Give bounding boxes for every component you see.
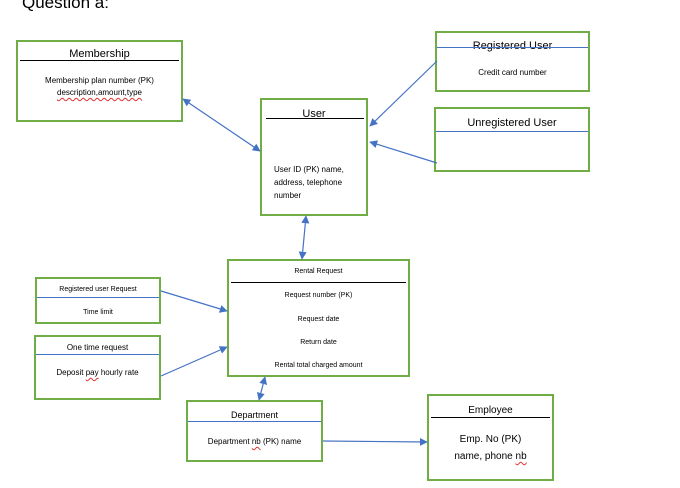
entity-department[interactable]: Department Department nb (PK) name: [186, 400, 323, 462]
title-divider: [266, 118, 364, 119]
entity-title: Employee: [468, 405, 513, 416]
title-divider: [437, 47, 588, 48]
entity-title: Registered user Request: [59, 286, 137, 293]
title-divider: [37, 297, 159, 298]
connector-membership-user: [182, 98, 261, 152]
connector-unregistered-user-user: [369, 140, 438, 164]
entity-employee[interactable]: Employee Emp. No (PK) name, phone nb: [427, 394, 554, 481]
entity-attribute: address, telephone: [274, 178, 343, 187]
entity-attribute: name, phone nb: [454, 451, 527, 462]
connector-rental-department: [256, 376, 268, 401]
entity-attribute: Deposit pay hourly rate: [56, 368, 139, 377]
entity-one-time-request[interactable]: One time request Deposit pay hourly rate: [34, 335, 161, 400]
entity-title: Membership: [69, 48, 130, 60]
entity-title: One time request: [66, 343, 129, 352]
entity-attribute: Emp. No (PK): [459, 434, 522, 445]
entity-attribute: Request date: [297, 316, 340, 323]
title-divider: [231, 282, 406, 283]
entity-attribute: User ID (PK) name,: [274, 165, 344, 174]
entity-attribute: description,amount,type: [57, 88, 142, 97]
entity-registered-user[interactable]: Registered User Credit card number: [435, 31, 590, 92]
entity-attribute: Return date: [300, 339, 337, 346]
entity-title: User: [302, 108, 326, 120]
connector-user-rental-request: [298, 215, 310, 260]
connector-registered-user-user: [369, 60, 438, 127]
entity-title: Registered User: [472, 40, 553, 52]
title-divider: [36, 354, 159, 355]
entity-attribute: Time limit: [83, 309, 113, 316]
entity-title: Rental Request: [294, 268, 343, 275]
entity-attribute: Rental total charged amount: [274, 362, 363, 369]
entity-user[interactable]: User User ID (PK) name, address, telepho…: [260, 98, 368, 216]
entity-attribute: Credit card number: [478, 68, 547, 77]
entity-rental-request[interactable]: Rental Request Request number (PK) Reque…: [227, 259, 410, 377]
title-divider: [431, 417, 550, 418]
entity-registered-user-request[interactable]: Registered user Request Time limit: [35, 277, 161, 324]
entity-unregistered-user[interactable]: Unregistered User: [434, 107, 590, 172]
entity-attribute: Membership plan number (PK): [45, 76, 154, 85]
page-heading: Question a:: [22, 0, 109, 12]
entity-attribute: number: [274, 191, 302, 200]
title-divider: [188, 421, 321, 422]
title-divider: [20, 60, 179, 61]
connector-registered-user-request-rental: [160, 290, 228, 313]
entity-attribute: Request number (PK): [284, 292, 353, 299]
entity-title: Department: [230, 410, 279, 420]
connector-one-time-request-rental: [160, 346, 228, 377]
entity-title: Unregistered User: [467, 117, 557, 129]
title-divider: [436, 131, 588, 132]
connector-department-employee: [322, 437, 428, 446]
entity-attribute: Department nb (PK) name: [207, 437, 302, 446]
entity-membership[interactable]: Membership Membership plan number (PK) d…: [16, 40, 183, 122]
